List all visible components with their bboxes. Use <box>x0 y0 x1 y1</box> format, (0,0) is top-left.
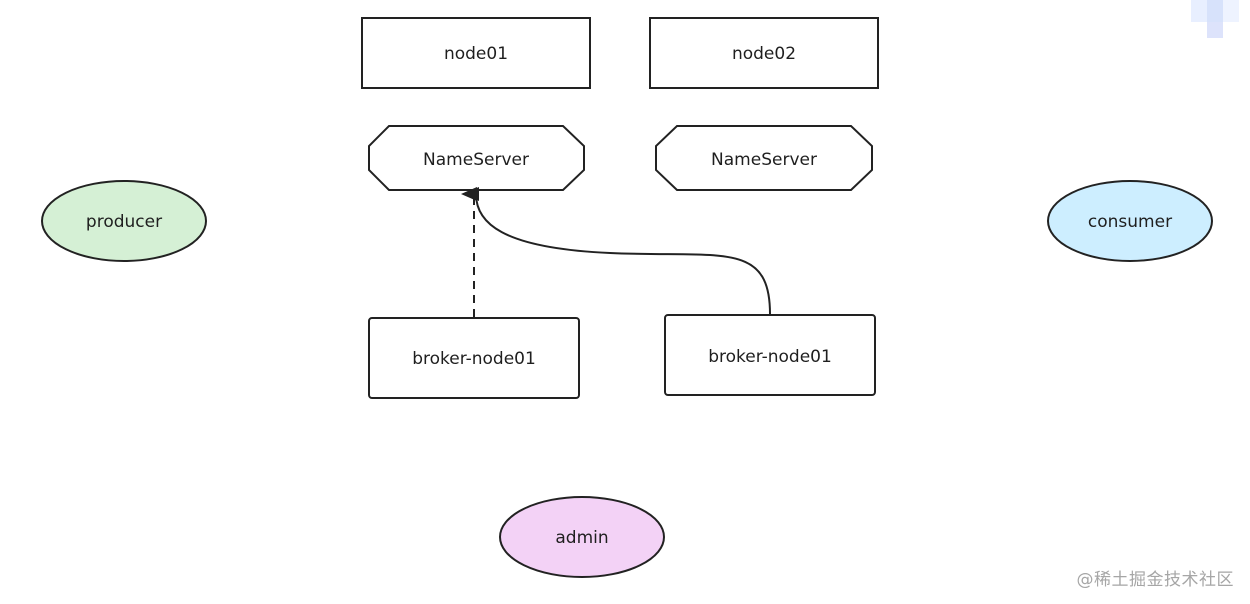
admin-node[interactable]: admin <box>499 496 665 578</box>
consumer-node[interactable]: consumer <box>1047 180 1213 262</box>
node01-box[interactable]: node01 <box>361 17 591 89</box>
nameserver-right-label: NameServer <box>711 150 817 170</box>
broker-left-label: broker-node01 <box>412 349 536 369</box>
node01-label: node01 <box>444 44 508 64</box>
nameserver-left-label: NameServer <box>423 150 529 170</box>
admin-label: admin <box>555 528 608 548</box>
broker-right-label: broker-node01 <box>708 347 832 367</box>
corner-artifact <box>1191 0 1239 38</box>
producer-label: producer <box>86 212 162 232</box>
consumer-label: consumer <box>1088 212 1172 232</box>
nameserver-left[interactable]: NameServer <box>368 125 585 191</box>
broker-right-to-nameserver-edge <box>463 186 771 315</box>
watermark-text: @稀土掘金技术社区 <box>1076 570 1234 590</box>
broker-node-left[interactable]: broker-node01 <box>368 317 580 399</box>
broker-node-right[interactable]: broker-node01 <box>664 314 876 396</box>
node02-label: node02 <box>732 44 796 64</box>
nameserver-right[interactable]: NameServer <box>655 125 873 191</box>
node02-box[interactable]: node02 <box>649 17 879 89</box>
producer-node[interactable]: producer <box>41 180 207 262</box>
